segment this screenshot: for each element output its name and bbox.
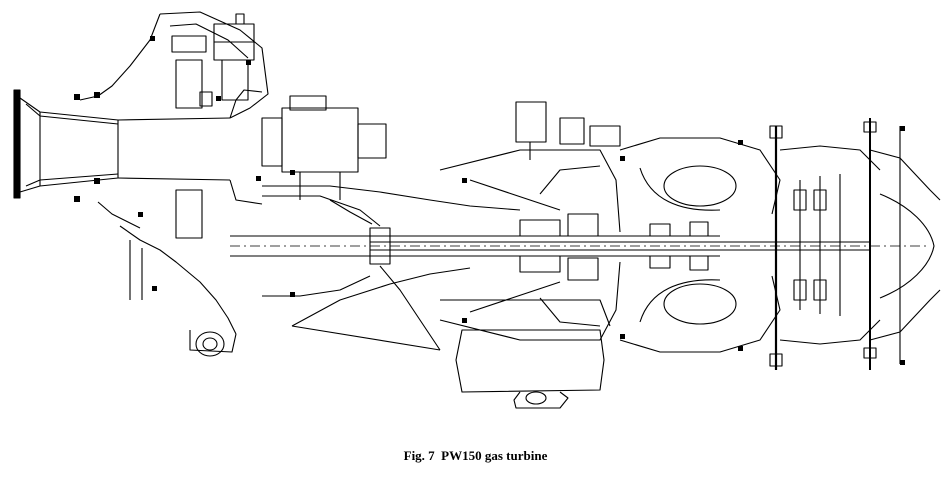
figure-caption: Fig. 7 PW150 gas turbine	[403, 448, 548, 463]
oil-tank	[440, 299, 611, 409]
air-intake-duct	[262, 185, 521, 351]
accessory-gear-stack	[199, 13, 255, 107]
main-shaft	[230, 227, 930, 265]
exhaust-cone	[863, 118, 941, 370]
reduction-gearbox-housing	[79, 11, 269, 357]
fasteners	[74, 36, 905, 365]
starter-generator	[261, 95, 387, 200]
compressor-section	[439, 101, 621, 341]
output-shaft-flange	[13, 89, 231, 199]
turbine-section	[769, 125, 881, 370]
combustor	[619, 137, 781, 353]
